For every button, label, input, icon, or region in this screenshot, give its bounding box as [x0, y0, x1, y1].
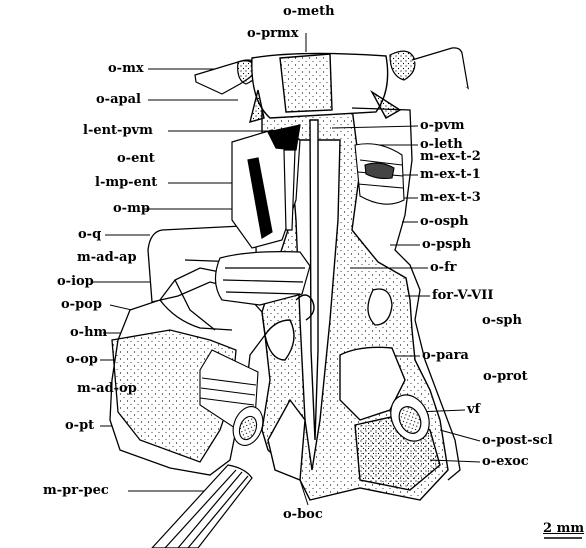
label-o-para: o-para — [422, 349, 469, 363]
label-o-prot: o-prot — [483, 370, 528, 384]
label-o-sph: o-sph — [482, 314, 522, 328]
label-for-V-VII: for-V-VII — [432, 289, 493, 303]
label-o-post-scl: o-post-scl — [482, 434, 553, 448]
label-o-fr: o-fr — [430, 261, 457, 275]
pectoral-muscle — [152, 465, 252, 548]
label-o-exoc: o-exoc — [482, 455, 529, 469]
label-o-pvm: o-pvm — [420, 119, 464, 133]
label-m-ad-op: m-ad-op — [77, 382, 137, 396]
label-o-mp: o-mp — [113, 202, 150, 216]
label-m-pr-pec: m-pr-pec — [43, 484, 109, 498]
label-m-ex-t-1: m-ex-t-1 — [420, 168, 481, 182]
label-m-ex-t-3: m-ex-t-3 — [420, 191, 481, 205]
label-o-q: o-q — [78, 228, 101, 242]
label-o-psph: o-psph — [422, 238, 471, 252]
label-o-ent: o-ent — [117, 152, 155, 166]
label-o-apal: o-apal — [96, 93, 141, 107]
label-l-ent-pvm: l-ent-pvm — [83, 124, 153, 138]
label-m-ex-t-2: m-ex-t-2 — [420, 150, 481, 164]
extraocular-muscles — [355, 144, 404, 204]
scale-bar-label: 2 mm — [543, 522, 584, 536]
label-m-ad-ap: m-ad-ap — [77, 251, 137, 265]
label-o-iop: o-iop — [57, 275, 94, 289]
ethmoid-premaxilla — [250, 53, 400, 122]
label-o-boc: o-boc — [283, 508, 323, 522]
label-o-pt: o-pt — [65, 419, 94, 433]
label-o-pop: o-pop — [61, 298, 102, 312]
label-l-mp-ent: l-mp-ent — [95, 176, 157, 190]
label-o-op: o-op — [66, 353, 98, 367]
label-o-mx: o-mx — [108, 62, 144, 76]
label-o-meth: o-meth — [283, 5, 335, 19]
entopterygoid-metapterygoid — [232, 125, 300, 248]
label-o-hm: o-hm — [70, 326, 107, 340]
label-vf: vf — [467, 403, 480, 417]
label-o-osph: o-osph — [420, 215, 469, 229]
label-o-prmx: o-prmx — [247, 27, 299, 41]
